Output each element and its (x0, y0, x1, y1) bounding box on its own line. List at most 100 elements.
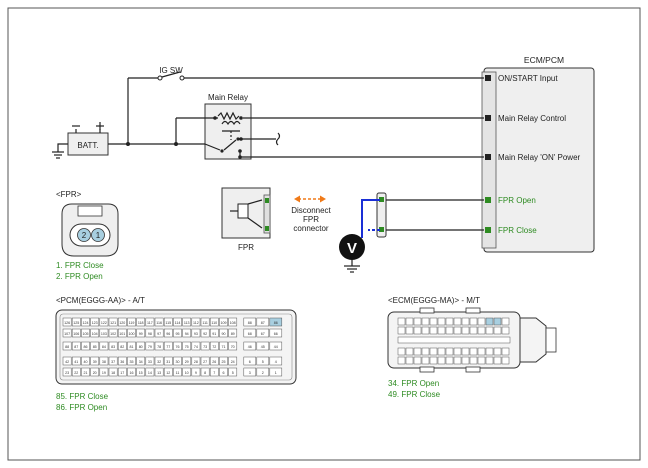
ecm-note-1: 34. FPR Open (388, 379, 439, 388)
pcm-pin (81, 341, 90, 351)
pcm-pin-number: 89 (231, 332, 235, 336)
pcm-pin-number: 79 (148, 345, 152, 349)
pcm-pin-number: 87 (261, 321, 265, 325)
pcm-pin-number: 91 (212, 332, 216, 336)
pcm-pin-number: 7 (213, 371, 215, 375)
pcm-pin-number: 9 (195, 371, 197, 375)
ecm-conn-pin (421, 347, 430, 356)
pcm-pin (256, 367, 270, 377)
pcm-pin-number: 4 (275, 360, 277, 364)
pcm-pin-number: 37 (111, 360, 115, 364)
pcm-pin (200, 317, 210, 327)
ecm-conn-pin (453, 347, 462, 356)
ecm-conn-pin (469, 317, 478, 326)
pcm-pin (99, 317, 109, 327)
ecm-conn-pin (445, 347, 454, 356)
pcm-pin (200, 367, 210, 377)
pcm-pin-number: 116 (156, 321, 162, 325)
pcm-pin (108, 341, 118, 351)
fpr-note-1: 1. FPR Close (56, 261, 104, 270)
ecm-conn-pin (413, 356, 422, 365)
ecm-pin-terminal (485, 197, 491, 203)
ecm-conn-pin (429, 317, 438, 326)
ecm-conn-pin (501, 356, 510, 365)
pcm-pin (209, 328, 219, 338)
ecm-conn-pin (405, 356, 414, 365)
pcm-pin-number: 66 (274, 332, 278, 336)
pcm-pin (62, 367, 72, 377)
pcm-pin (145, 367, 155, 377)
ecm-conn-pin (437, 326, 446, 335)
ecm-conn-pin (501, 317, 510, 326)
pcm-pin (200, 356, 210, 366)
pcm-pin (209, 356, 219, 366)
ecm-conn-pin (405, 347, 414, 356)
pcm-pin (71, 356, 81, 366)
pcm-pin-number: 36 (120, 360, 124, 364)
ecm-conn-pin (445, 326, 454, 335)
pcm-pin (117, 341, 127, 351)
pcm-pin-number: 109 (221, 321, 227, 325)
disconnect-indicator: Disconnect FPR connector (291, 195, 332, 233)
pcm-pin-number: 122 (101, 321, 107, 325)
pcm-pin-number: 2 (262, 371, 264, 375)
pcm-pin-number: 68 (248, 332, 252, 336)
pcm-pin (191, 328, 201, 338)
pcm-pin-number: 18 (111, 371, 115, 375)
fpr-connector-view: <FPR> 2 1 1. FPR Close 2. FPR Open (56, 190, 119, 281)
ecm-pin-label: FPR Close (498, 226, 537, 235)
pcm-pin (154, 341, 164, 351)
pcm-pin (243, 367, 257, 377)
pcm-pin-number: 24 (231, 360, 235, 364)
pcm-pin (182, 367, 192, 377)
pcm-pin (62, 356, 72, 366)
fpr-component: FPR (221, 187, 271, 252)
ecm-conn-pin (469, 347, 478, 356)
pcm-pin-number: 93 (194, 332, 198, 336)
pcm-pin (163, 328, 173, 338)
pcm-pin-number: 104 (92, 332, 98, 336)
disconnect-text-2: FPR (303, 215, 319, 224)
pcm-pin-number: 35 (130, 360, 134, 364)
pcm-pin-number: 5 (232, 371, 234, 375)
disconnect-text-3: connector (293, 224, 328, 233)
pcm-pin-number: 96 (166, 332, 170, 336)
pcm-pin-number: 10 (185, 371, 189, 375)
pcm-pin-number: 77 (166, 345, 170, 349)
pcm-pin (219, 317, 228, 327)
pcm-pin-number: 32 (157, 360, 161, 364)
pcm-pin-number: 106 (73, 332, 79, 336)
pcm-pin-number: 28 (194, 360, 198, 364)
ecm-pin-label: Main Relay 'ON' Power (498, 153, 581, 162)
pcm-pin-number: 44 (274, 345, 278, 349)
ecm-connector-title: <ECM(EGGG-MA)> - M/T (388, 296, 480, 305)
pcm-pin (127, 367, 136, 377)
pcm-note-2: 86. FPR Open (56, 403, 107, 412)
ecm-title: ECM/PCM (524, 55, 564, 65)
fpr-label: FPR (238, 243, 254, 252)
pcm-pin (173, 328, 182, 338)
pcm-pin-number: 70 (231, 345, 235, 349)
pcm-pin (127, 317, 136, 327)
pcm-pin (81, 317, 90, 327)
pcm-pin-number: 100 (129, 332, 135, 336)
fpr-harness (376, 192, 484, 238)
batt-label: BATT. (77, 141, 98, 150)
pcm-pin (145, 356, 155, 366)
ecm-conn-pin (421, 326, 430, 335)
pcm-pin-number: 126 (64, 321, 70, 325)
ecm-conn-pin (485, 317, 494, 326)
pcm-pin (154, 328, 164, 338)
pcm-pin-number: 86 (84, 345, 88, 349)
pcm-pin (256, 356, 270, 366)
ecm-conn-pin (485, 356, 494, 365)
pcm-pin-number: 94 (185, 332, 189, 336)
pcm-pin (182, 328, 192, 338)
pcm-pin (228, 341, 238, 351)
pcm-pin-number: 108 (230, 321, 236, 325)
pcm-pin-number: 98 (148, 332, 152, 336)
pcm-pin (154, 356, 164, 366)
pcm-pin-number: 76 (176, 345, 180, 349)
